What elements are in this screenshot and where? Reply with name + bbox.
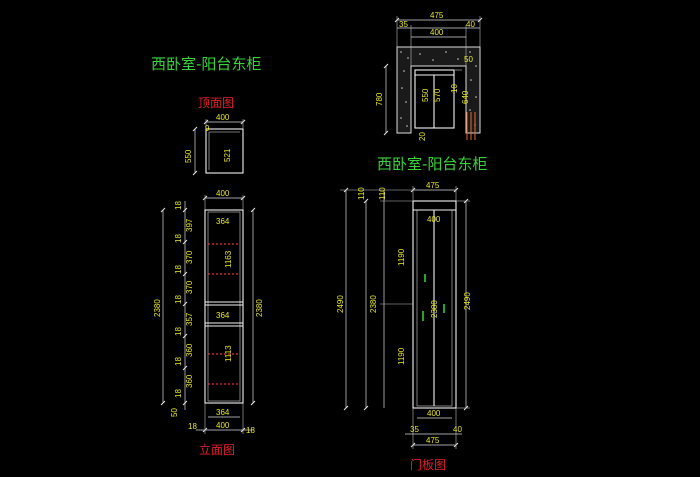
plan-dim-depth-outer: 550 bbox=[184, 149, 193, 163]
door-dim-height-door: 2380 bbox=[430, 300, 439, 318]
elev-dim-bottom-small: 50 bbox=[170, 408, 179, 417]
stack-1: 397 bbox=[185, 218, 194, 232]
door-dim-height-right: 2490 bbox=[463, 292, 472, 310]
stack-10: 18 bbox=[174, 357, 183, 366]
elev-dim-side-right: 18 bbox=[246, 426, 255, 435]
stack-4: 18 bbox=[174, 265, 183, 274]
site-dim-right-small: 40 bbox=[466, 20, 475, 29]
door-dim-lower-leaf: 1190 bbox=[397, 347, 406, 365]
elevation-cabinet-outline bbox=[204, 209, 244, 404]
elev-dim-lower-inner: 1113 bbox=[224, 345, 233, 362]
door-dim-left-bottom: 35 bbox=[410, 425, 419, 434]
door-dim-right-bottom: 40 bbox=[453, 425, 462, 434]
site-dim-height: 780 bbox=[375, 92, 384, 106]
elev-dim-inner-width-3: 364 bbox=[216, 408, 230, 417]
title-west-bedroom-balcony-cabinet-right: 西卧室-阳台东柜 bbox=[377, 155, 487, 173]
stack-7: 357 bbox=[185, 312, 194, 326]
site-dim-depth-1: 550 bbox=[421, 88, 430, 102]
plan-dim-small: 9 bbox=[205, 124, 210, 133]
door-dim-overall-bottom: 475 bbox=[426, 436, 440, 445]
door-dim-overall-top: 475 bbox=[426, 181, 440, 190]
elev-dim-inner-width-2: 364 bbox=[216, 311, 230, 320]
door-view: 475 400 400 35 40 475 2490 2490 2380 238… bbox=[336, 181, 472, 449]
site-dim-depth-2: 570 bbox=[433, 88, 442, 102]
site-dim-20: 20 bbox=[418, 132, 427, 141]
elev-dim-upper-inner: 1163 bbox=[224, 250, 233, 268]
stack-6: 18 bbox=[174, 295, 183, 304]
door-dim-height-mid: 2380 bbox=[369, 295, 378, 313]
site-plan-view: 475 35 40 400 50 780 550 570 640 20 10 bbox=[375, 11, 483, 141]
elev-dim-bottom-width: 400 bbox=[216, 421, 230, 430]
label-plan-view: 顶面图 bbox=[198, 96, 234, 110]
stack-2: 18 bbox=[174, 234, 183, 243]
plan-dim-depth-inner: 521 bbox=[223, 148, 232, 162]
elev-dim-inner-width-1: 364 bbox=[216, 217, 230, 226]
door-dim-upper-leaf: 1190 bbox=[397, 248, 406, 266]
site-dim-inner: 400 bbox=[430, 28, 444, 37]
door-outline bbox=[412, 200, 457, 409]
site-dim-depth-3: 640 bbox=[461, 90, 470, 104]
elevation-view: 400 364 364 1163 1113 364 400 18 18 50 2… bbox=[153, 189, 264, 435]
door-dim-inner-bottom: 400 bbox=[427, 409, 441, 418]
site-dim-50: 50 bbox=[464, 55, 473, 64]
stack-12: 18 bbox=[174, 389, 183, 398]
stack-0: 18 bbox=[174, 201, 183, 210]
title-west-bedroom-balcony-cabinet-left: 西卧室-阳台东柜 bbox=[151, 55, 261, 73]
site-dim-10: 10 bbox=[450, 84, 459, 93]
stack-9: 360 bbox=[185, 343, 194, 357]
label-elevation-view: 立面图 bbox=[199, 442, 235, 457]
elev-dim-top-width: 400 bbox=[216, 189, 230, 198]
stack-11: 360 bbox=[185, 374, 194, 388]
elev-dim-side-left: 18 bbox=[188, 422, 197, 431]
stack-5: 370 bbox=[185, 280, 194, 294]
plan-view: 400 9 550 521 bbox=[184, 113, 246, 176]
stack-3: 370 bbox=[185, 250, 194, 264]
door-dim-inner-top: 400 bbox=[427, 215, 441, 224]
site-dim-left-small: 35 bbox=[399, 20, 408, 29]
door-dim-top-gap-1: 110 bbox=[357, 187, 366, 200]
door-dim-top-gap-2: 110 bbox=[378, 187, 387, 200]
plan-dim-width: 400 bbox=[216, 113, 230, 122]
door-dim-height-total: 2490 bbox=[336, 295, 345, 313]
site-dim-overall: 475 bbox=[430, 11, 444, 20]
plan-cabinet-outline bbox=[205, 128, 244, 174]
elev-left-stack: 18 397 18 370 18 370 18 357 18 360 18 36… bbox=[174, 201, 194, 398]
stack-8: 18 bbox=[174, 327, 183, 336]
elev-dim-height-right: 2380 bbox=[255, 299, 264, 317]
elev-dim-height-left: 2380 bbox=[153, 299, 162, 317]
label-door-view: 门板图 bbox=[410, 457, 446, 472]
